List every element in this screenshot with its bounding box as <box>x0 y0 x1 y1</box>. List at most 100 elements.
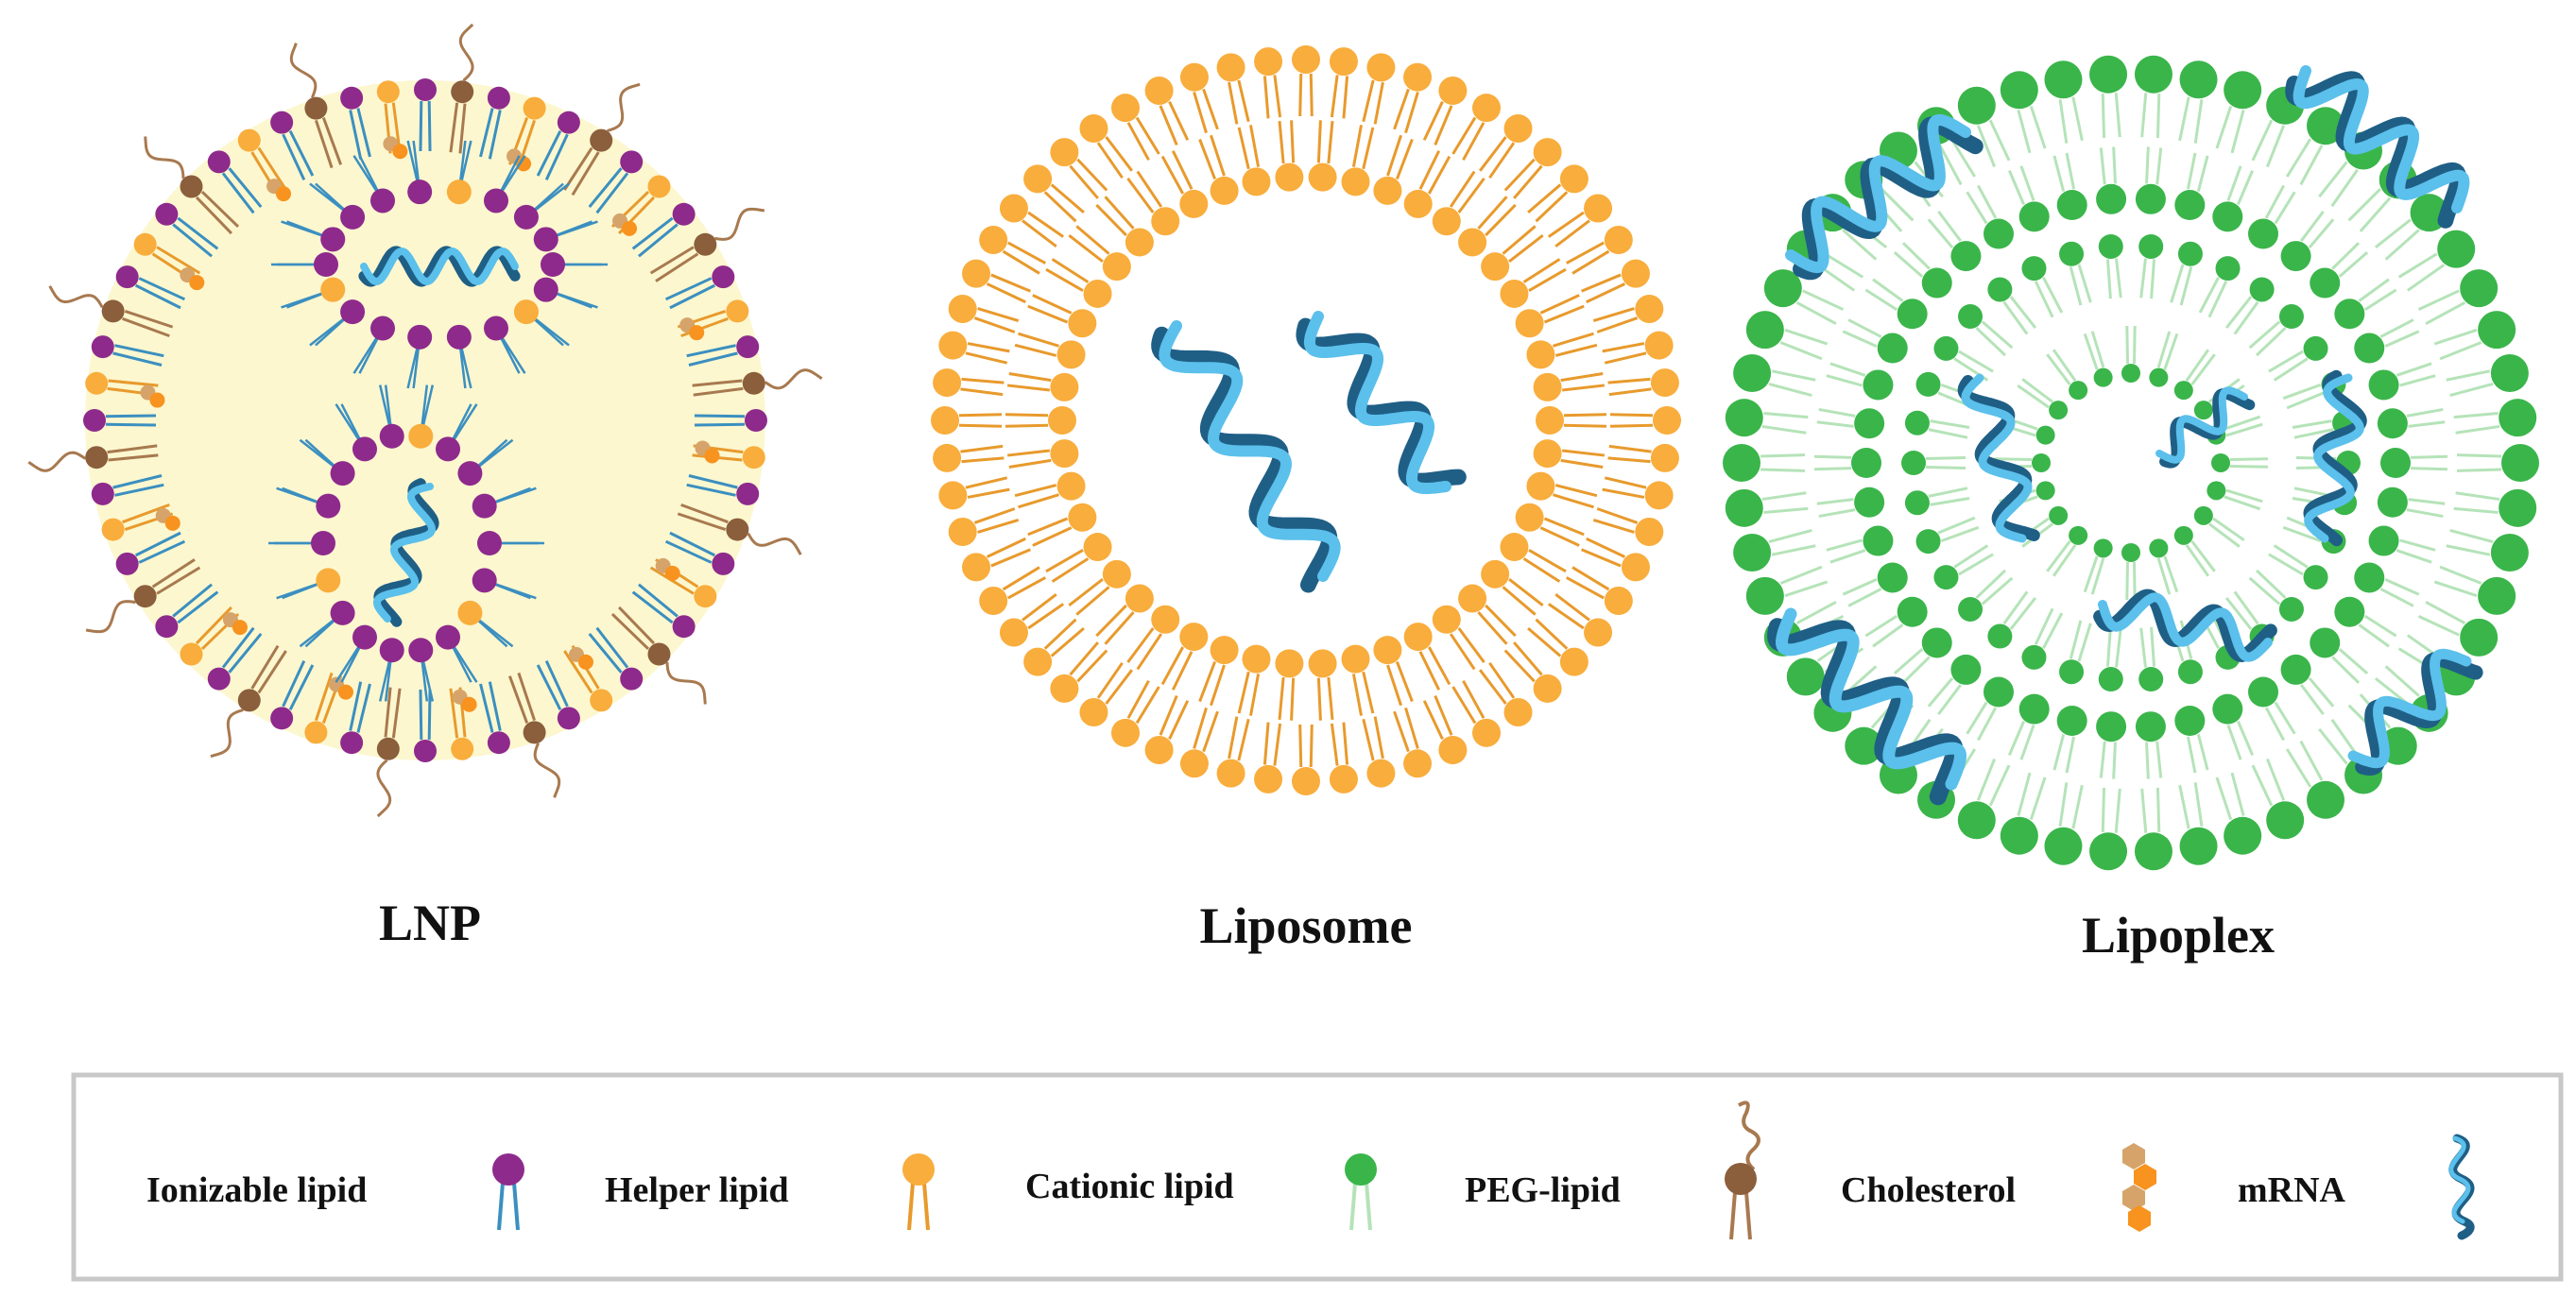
ionizable-lipid <box>446 140 472 205</box>
cationic-lipid <box>1893 627 1952 684</box>
cationic-lipid <box>2193 505 2245 548</box>
helper-lipid <box>1500 258 1567 308</box>
ionizable-lipid <box>477 531 544 555</box>
ionizable-lipid <box>352 155 395 213</box>
cationic-lipid <box>2354 318 2420 364</box>
lnp-inner-vesicle-top <box>271 140 608 389</box>
mrna-strand <box>2347 648 2483 776</box>
cationic-lipid <box>2046 349 2088 401</box>
helper-lipid <box>1565 226 1633 275</box>
ionizable-lipid <box>664 265 735 310</box>
peg-lipid <box>210 644 287 759</box>
helper-lipid <box>1565 566 1633 615</box>
lnp-caption: LNP <box>379 895 481 951</box>
ionizable-lipid <box>91 335 164 367</box>
legend-box <box>71 1072 2564 1282</box>
peg-lipid <box>85 558 201 634</box>
cholesterol <box>383 136 408 160</box>
cationic-lipid <box>2368 362 2436 401</box>
ionizable-lipid <box>406 140 433 205</box>
mrna-strand <box>373 478 439 627</box>
cationic-lipid <box>2456 444 2539 482</box>
cholesterol <box>180 267 205 291</box>
cationic-lipid <box>1842 318 1908 364</box>
cationic-lipid <box>2446 353 2529 398</box>
helper-lipid <box>1216 716 1250 788</box>
ionizable-lipid <box>484 155 526 213</box>
cationic-lipid <box>1723 444 1806 482</box>
peg-lipid <box>507 672 561 798</box>
cationic-lipid <box>2178 60 2218 144</box>
ionizable-lipid <box>271 252 338 277</box>
cholesterol <box>568 646 593 670</box>
cationic-lipid <box>1966 676 2014 742</box>
cholesterol <box>155 507 180 531</box>
ionizable-lipid <box>694 409 767 432</box>
ionizable-lipid-icon <box>492 1153 524 1231</box>
ionizable-lipid <box>536 111 580 181</box>
cationic-lipid <box>1733 528 1816 572</box>
cationic-lipid <box>1864 278 1928 330</box>
cationic-lipid <box>1745 565 1829 615</box>
cationic-lipid <box>2417 269 2499 325</box>
helper-lipid <box>1432 170 1485 236</box>
cationic-lipid <box>2089 787 2128 871</box>
helper-lipid <box>1237 125 1271 196</box>
helper-lipid <box>1515 294 1585 338</box>
cationic-lipid <box>1901 451 1966 475</box>
helper-lipid <box>1478 113 1533 179</box>
helper-lipid <box>1111 94 1160 162</box>
lipoplex-caption: Lipoplex <box>2082 907 2275 964</box>
cationic-lipid <box>2215 772 2262 855</box>
ionizable-lipid <box>207 626 263 691</box>
cationic-lipid <box>2268 335 2328 382</box>
helper-lipid <box>1027 294 1097 338</box>
ionizable-lipid <box>352 316 395 374</box>
legend-label-cholesterol: Cholesterol <box>1841 1170 2016 1210</box>
helper-lipid <box>1254 722 1283 794</box>
ionizable-lipid <box>281 277 346 309</box>
cationic-lipid <box>2059 620 2092 685</box>
ionizable-lipid <box>588 150 644 214</box>
cholesterol <box>695 440 720 464</box>
cationic-lipid <box>1927 654 1982 716</box>
cationic-lipid <box>1957 86 2011 168</box>
legend-label-cationic-lipid: Cationic lipid <box>1025 1167 1234 1206</box>
ionizable-lipid <box>207 150 263 214</box>
cationic-lipid <box>2285 740 2344 819</box>
cationic-lipid <box>2098 626 2123 692</box>
ionizable-lipid <box>588 626 644 691</box>
ionizable-lipid <box>268 531 335 555</box>
ionizable-lipid <box>276 568 341 600</box>
helper-lipid <box>1292 45 1320 117</box>
helper-lipid <box>1045 533 1112 583</box>
cationic-lipid <box>1966 184 2014 249</box>
ionizable-lipid <box>479 86 510 160</box>
cholesterol <box>140 384 165 408</box>
cationic-lipid <box>2248 676 2296 742</box>
helper-lipid <box>1515 503 1585 547</box>
ionizable-lipid <box>479 681 510 755</box>
helper-lipid <box>1503 138 1562 199</box>
mrna-strand <box>358 246 521 287</box>
helper-lipid <box>1607 443 1679 472</box>
ionizable-lipid <box>270 111 315 181</box>
cationic-lipid <box>2000 772 2047 855</box>
cholesterol <box>328 676 353 700</box>
cationic-lipid <box>2224 277 2275 335</box>
cationic-lipid <box>2083 331 2113 387</box>
cationic-lipid <box>2251 758 2305 840</box>
cationic-lipid <box>2198 256 2241 318</box>
ionizable-lipid <box>155 583 219 639</box>
ionizable-lipid <box>91 474 164 505</box>
ionizable-lipid <box>457 600 514 648</box>
cholesterol <box>222 612 248 636</box>
helper-lipid <box>1500 533 1567 583</box>
ionizable-lipid <box>115 265 186 310</box>
ionizable-lipid <box>436 403 478 462</box>
helper-lipid <box>1160 623 1209 691</box>
ionizable-lipid <box>436 624 478 683</box>
peg-lipid <box>563 82 641 196</box>
peg-lipid <box>289 43 343 169</box>
helper-lipid <box>1329 47 1358 119</box>
